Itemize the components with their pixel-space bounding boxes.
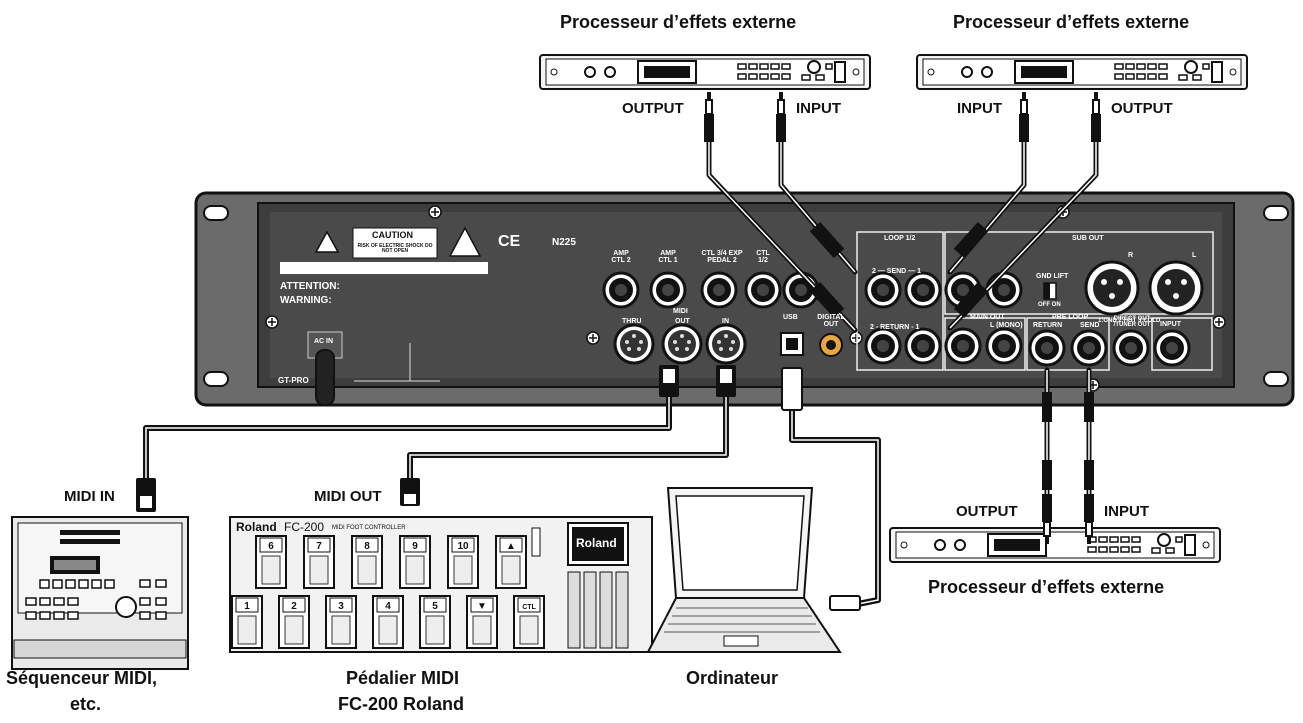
label-fx1-output: OUTPUT [622, 100, 684, 117]
pedal-bottom-label-6: ▼ [477, 601, 487, 612]
label-midi: MIDI [673, 308, 688, 315]
caption-sequencer-line2: etc. [70, 694, 102, 714]
pedal-bottom-label-1: 1 [244, 601, 250, 612]
fc200-logo: Roland [576, 536, 617, 550]
pedal-bottom-6: ▼ [466, 595, 498, 649]
label-xlr-l: L [1192, 252, 1197, 259]
caption-computer: Ordinateur [686, 668, 779, 688]
fc200-subtitle: MIDI FOOT CONTROLLER [332, 525, 406, 531]
fx-processor-top-right [916, 54, 1248, 90]
label-midi-in: MIDI IN [64, 488, 115, 505]
label-amp-ctl2: AMP CTL 2 [611, 250, 631, 264]
pedal-top-5: 10 [447, 535, 479, 589]
label-ac-in: AC IN [314, 338, 334, 345]
pedal-bottom-4: 4 [372, 595, 404, 649]
label-fx2-input: INPUT [957, 100, 1002, 117]
label-ctl34-exp2: CTL 3/4 EXP PEDAL 2 [701, 250, 743, 264]
pedal-bottom-label-7: CTL [522, 604, 536, 611]
label-main-out: MAIN OUT [970, 314, 1005, 321]
pedal-top-3: 8 [351, 535, 383, 589]
label-l-mono: L (MONO) [990, 322, 1023, 329]
label-fx3-output: OUTPUT [956, 503, 1018, 520]
caption-fx-bottom: Processeur d’effets externe [928, 577, 1165, 597]
caption-fx-top-right: Processeur d’effets externe [953, 12, 1190, 32]
caption-fx-top-left: Processeur d’effets externe [560, 12, 797, 32]
label-midi-out: MIDI OUT [314, 488, 382, 505]
pedal-bottom-3: 3 [325, 595, 357, 649]
label-fx1-input: INPUT [796, 100, 841, 117]
label-sub-out: SUB OUT [1072, 235, 1104, 242]
fx-processor-bottom [889, 527, 1221, 563]
fc200-model: FC-200 [284, 520, 325, 534]
label-direct-out: DIRECT OUT /TUNER OUT [1113, 316, 1151, 328]
label-midi-in-port: IN [722, 318, 729, 325]
pedal-bottom-label-5: 5 [432, 601, 438, 612]
pedal-top-4: 9 [399, 535, 431, 589]
caption-sequencer-line1: Séquenceur MIDI, [6, 668, 158, 688]
pedal-top-1: 6 [255, 535, 287, 589]
label-loop12: LOOP 1/2 [884, 235, 916, 242]
caution-title: CAUTION [372, 230, 413, 240]
pedal-top-label-3: 8 [364, 541, 370, 552]
caption-pedalboard-line1: Pédalier MIDI [346, 668, 460, 688]
label-off-on: OFF ON [1038, 302, 1061, 308]
label-pre-send: SEND [1080, 322, 1100, 329]
label-fx3-input: INPUT [1104, 503, 1149, 520]
fx-processor-top-left [539, 54, 871, 90]
pedal-top-label-2: 7 [316, 541, 322, 552]
pedal-bottom-7: CTL [513, 595, 545, 649]
laptop-computer [646, 487, 842, 653]
pedal-top-label-1: 6 [268, 541, 274, 552]
pedal-bottom-2: 2 [278, 595, 310, 649]
pedal-top-label-6: ▲ [506, 541, 516, 552]
pedal-bottom-label-4: 4 [385, 601, 391, 612]
pedal-top-2: 7 [303, 535, 335, 589]
label-fx2-output: OUTPUT [1111, 100, 1173, 117]
pedal-top-6: ▲ [495, 535, 527, 589]
attention-text: ATTENTION: [280, 281, 340, 292]
label-pre-return: RETURN [1033, 322, 1063, 329]
label-usb: USB [783, 314, 798, 321]
label-amp-ctl1: AMP CTL 1 [658, 250, 678, 264]
label-midi-out-port: OUT [675, 318, 690, 325]
pedal-bottom-label-3: 3 [338, 601, 344, 612]
pedal-top-label-4: 9 [412, 541, 418, 552]
pedal-row-top: 6 7 8 9 10 ▲ [255, 535, 527, 589]
caution-text: RISK OF ELECTRIC SHOCK DO NOT OPEN [357, 243, 433, 254]
cable-plugs [703, 91, 1102, 545]
label-midi-thru: THRU [622, 318, 642, 325]
caption-pedalboard-line2: FC-200 Roland [338, 694, 465, 714]
label-gnd-lift: GND LIFT [1036, 273, 1069, 280]
label-model: GT-PRO [278, 376, 309, 385]
label-pre-loop: PRE LOOP [1052, 314, 1089, 321]
label-input: INPUT [1160, 321, 1181, 328]
pedal-row-bottom: 1 2 3 4 5 ▼ CTL [231, 595, 545, 649]
gt-pro-rear-panel [194, 191, 1295, 407]
fc200-brand: Roland [236, 520, 277, 534]
pedal-bottom-label-2: 2 [291, 601, 297, 612]
label-return: 2 - RETURN - 1 [870, 324, 920, 331]
warning-text: WARNING: [280, 295, 332, 306]
label-send: 2 — SEND — 1 [872, 268, 922, 275]
label-ctl12: CTL 1/2 [756, 250, 770, 264]
pedal-bottom-5: 5 [419, 595, 451, 649]
pedal-bottom-1: 1 [231, 595, 263, 649]
pedal-top-label-5: 10 [457, 541, 469, 552]
n225-mark: N225 [552, 237, 576, 248]
label-digital-out: DIGITAL OUT [817, 314, 845, 328]
label-xlr-r: R [1128, 252, 1134, 259]
label-xlr-pins: 1:GND 2:HOT 3:COLD [1098, 318, 1161, 324]
midi-sequencer [11, 516, 189, 670]
ce-mark: CE [498, 233, 521, 250]
midi-usb-plugs [136, 365, 861, 611]
